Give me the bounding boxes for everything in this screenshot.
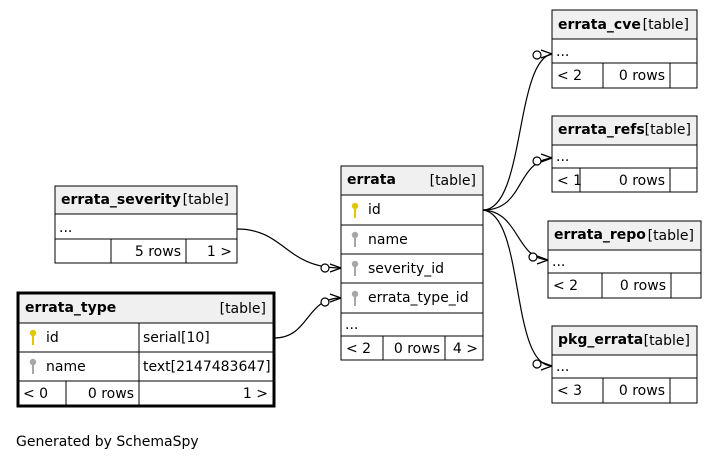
parents-count: < 0	[23, 386, 48, 402]
ellipsis-row: ...	[552, 254, 565, 270]
column-type: serial[10]	[143, 330, 210, 346]
edge-errata-to-errata-cve	[482, 53, 553, 211]
column-name: id	[46, 330, 59, 346]
crows-foot	[540, 49, 553, 59]
column-type: text[2147483647]	[143, 359, 271, 375]
edge-errata-to-errata-repo	[482, 209, 549, 261]
crows-foot	[329, 293, 342, 303]
table-tag: [table]	[183, 192, 229, 208]
ellipsis-row: ...	[59, 220, 72, 236]
parents-count: < 2	[346, 341, 371, 357]
row-count: 0 rows	[619, 68, 665, 84]
children-count: 1 >	[207, 244, 232, 260]
ellipsis-row: ...	[556, 359, 569, 375]
table-tag: [table]	[643, 17, 689, 33]
crows-foot	[329, 263, 342, 273]
table-errata-repo[interactable]: errata_repo [table] ... < 2 0 rows	[547, 220, 702, 299]
crows-foot	[540, 153, 553, 163]
table-errata-severity[interactable]: errata_severity [table] ... 5 rows 1 >	[54, 185, 238, 264]
parents-count: < 1	[557, 173, 582, 189]
table-name: errata_severity	[61, 192, 181, 208]
column-name: errata_type_id	[368, 290, 469, 306]
column-name: id	[368, 202, 381, 218]
edge-severity-to-errata	[236, 228, 342, 269]
generated-by-footer: Generated by SchemaSpy	[16, 434, 199, 450]
ellipsis-row: ...	[556, 44, 569, 60]
edge-errata-to-errata-refs	[482, 157, 553, 211]
focus-border	[16, 291, 276, 408]
column-name: severity_id	[368, 261, 444, 277]
table-name: errata	[347, 172, 396, 188]
table-name: errata_cve	[558, 17, 641, 33]
crows-foot	[540, 361, 553, 371]
table-name: errata_type	[25, 300, 116, 316]
table-errata-cve[interactable]: errata_cve [table] ... < 2 0 rows	[551, 9, 698, 89]
optional-marker	[320, 297, 330, 307]
row-count: 0 rows	[394, 341, 440, 357]
crows-foot	[536, 255, 549, 265]
children-count: 4 >	[453, 341, 478, 357]
optional-marker	[532, 359, 542, 369]
table-errata-type[interactable]: errata_type [table] id serial[10] name t…	[16, 291, 276, 408]
table-errata-refs[interactable]: errata_refs [table] ... < 1 0 rows	[551, 115, 698, 193]
table-errata[interactable]: errata [table] id name severity_id errat…	[340, 165, 484, 361]
row-count: 0 rows	[619, 173, 665, 189]
ellipsis-row: ...	[345, 317, 358, 333]
table-tag: [table]	[645, 122, 691, 138]
children-count: 1 >	[243, 386, 268, 402]
column-name: name	[46, 359, 86, 375]
ellipsis-row: ...	[556, 149, 569, 165]
table-tag: [table]	[648, 228, 694, 244]
table-name: errata_repo	[554, 227, 646, 243]
parents-count: < 2	[557, 68, 582, 84]
edge-type-to-errata	[273, 297, 342, 339]
table-tag: [table]	[430, 173, 476, 189]
parents-count: < 2	[553, 278, 578, 294]
table-tag: [table]	[220, 301, 266, 317]
optional-marker	[320, 263, 330, 273]
table-name: errata_refs	[558, 122, 645, 138]
optional-marker	[528, 252, 538, 262]
parents-count: < 3	[557, 383, 582, 399]
row-count: 0 rows	[619, 383, 665, 399]
table-tag: [table]	[644, 333, 690, 349]
column-name: name	[368, 232, 408, 248]
relationship-edges	[236, 49, 553, 371]
row-count: 5 rows	[135, 244, 181, 260]
row-count: 0 rows	[88, 386, 134, 402]
table-name: pkg_errata	[558, 332, 643, 348]
row-count: 0 rows	[620, 278, 666, 294]
edge-errata-to-pkg-errata	[482, 209, 553, 367]
optional-marker	[532, 156, 542, 166]
table-pkg-errata[interactable]: pkg_errata [table] ... < 3 0 rows	[551, 325, 698, 404]
optional-marker	[532, 50, 542, 60]
